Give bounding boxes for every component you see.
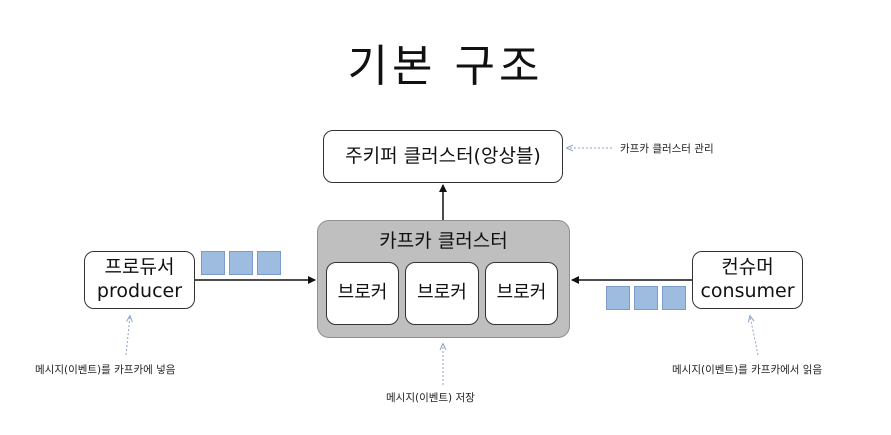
- producer-label-en: producer: [96, 280, 183, 302]
- broker-box-1: 브로커: [326, 262, 399, 325]
- consumer-label-ko: 컨슈머: [721, 256, 774, 279]
- consumer-message-block-1: [606, 286, 630, 310]
- consumer-note: 메시지(이벤트)를 카프카에서 읽음: [672, 364, 823, 376]
- zookeeper-cluster-box: 주키퍼 클러스터(앙상블): [323, 130, 563, 183]
- broker-box-3: 브로커: [485, 262, 558, 325]
- zookeeper-cluster-label: 주키퍼 클러스터(앙상블): [345, 144, 541, 167]
- producer-message-block-3: [257, 251, 281, 275]
- producer-message-block-1: [201, 251, 225, 275]
- broker-box-2: 브로커: [405, 262, 479, 325]
- producer-message-block-2: [229, 251, 253, 275]
- diagram-title: 기본 구조: [347, 41, 544, 92]
- consumer-message-block-2: [634, 286, 658, 310]
- producer-label-ko: 프로듀서: [104, 256, 175, 279]
- consumer-label-en: consumer: [700, 280, 795, 302]
- consumer-note-arrow: [750, 316, 759, 356]
- broker-label-3: 브로커: [496, 282, 547, 304]
- consumer-message-block-3: [662, 286, 686, 310]
- producer-note-arrow: [125, 316, 130, 356]
- producer-note: 메시지(이벤트)를 카프카에 넣음: [35, 364, 176, 376]
- zookeeper-note: 카프카 클러스터 관리: [620, 143, 714, 155]
- kafka-cluster-label: 카프카 클러스터: [379, 230, 508, 252]
- consumer-box: 컨슈머 consumer: [692, 251, 803, 309]
- broker-label-1: 브로커: [337, 282, 388, 304]
- broker-label-2: 브로커: [417, 282, 467, 304]
- producer-box: 프로듀서 producer: [84, 251, 195, 309]
- cluster-note: 메시지(이벤트) 저장: [386, 392, 475, 404]
